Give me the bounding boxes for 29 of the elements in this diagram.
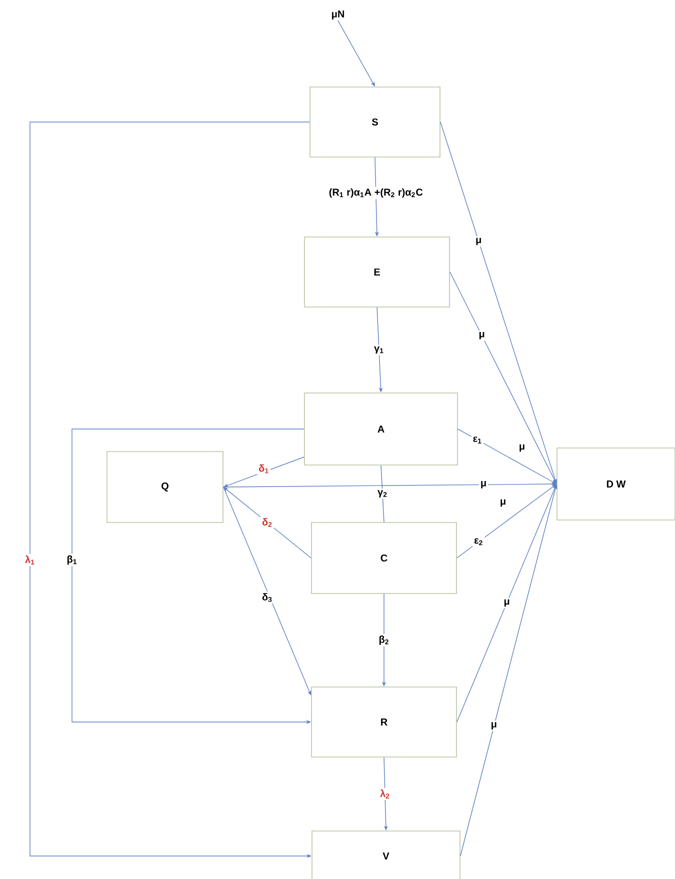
edge-label: λ$_{2}$: [378, 788, 392, 800]
edge-label: μ: [489, 720, 498, 731]
compartment-box: R: [311, 686, 457, 758]
edge-label: μ: [502, 598, 512, 608]
compartment-box: S: [310, 86, 440, 158]
compartment-box: D W: [556, 448, 675, 520]
edge-label: ε$_{2}$: [472, 536, 485, 547]
compartment-box: A: [304, 392, 458, 466]
edge-label: δ$_{3}$: [260, 592, 274, 604]
compartment-box: Q: [106, 451, 224, 523]
edge-label: β$_{1}$: [65, 554, 79, 566]
edge-label: (R$_{1}$ r)α$_{1}$A +(R$_{2}$ r)α$_{2}$C: [327, 186, 424, 200]
arrow: [450, 272, 557, 484]
edge-label: ε$_{1}$: [471, 435, 484, 445]
edge-label: δ$_{1}$: [257, 462, 271, 475]
edge-label: δ$_{2}$: [260, 516, 274, 528]
compartment-box: C: [311, 522, 457, 594]
edge-label: γ$_{2}$: [376, 488, 389, 499]
rate-label: μ: [520, 444, 524, 452]
edge-label: μ: [474, 236, 484, 247]
rate-text: μN: [332, 10, 344, 20]
compartment-box: V: [312, 830, 460, 879]
rate-label: μ: [500, 499, 506, 507]
edge-label: γ$_{1}$: [372, 344, 386, 356]
edge-label: μ: [478, 480, 488, 490]
compartment-box: E: [304, 236, 450, 308]
edge-label: β$_{2}$: [377, 634, 391, 646]
edge-label: μ: [477, 330, 486, 341]
edge-label: λ$_{1}$: [24, 554, 36, 566]
